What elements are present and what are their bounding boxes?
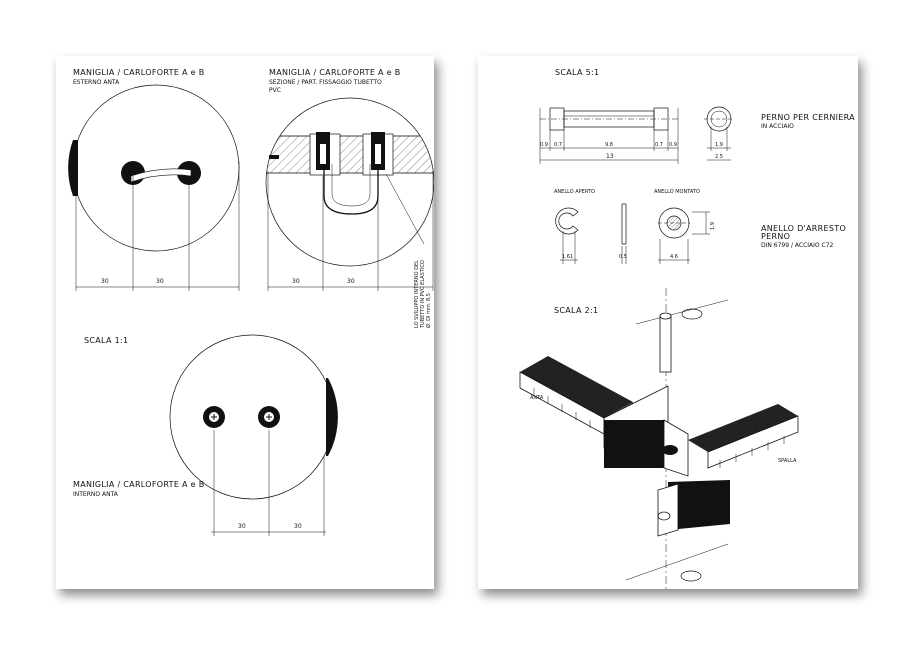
- section-subtitle: SEZIONE / PART. FISSAGGIO TUBETTO: [269, 79, 382, 86]
- ring-dim-mounted: 4.6: [670, 254, 678, 260]
- scale-label-2-1: SCALA 2:1: [554, 306, 598, 315]
- pin-dim-3: 9.8: [605, 142, 613, 148]
- hinge-isometric-view: [519, 288, 799, 589]
- section-tube-loop: [323, 164, 379, 215]
- hinge-pin: [659, 315, 672, 373]
- exterior-dim-1: 30: [101, 278, 109, 285]
- svg-text:LO SVILUPPO INTERNO DEL: LO SVILUPPO INTERNO DEL: [414, 260, 420, 328]
- ring-side-view: [621, 203, 627, 245]
- ring-dim-open: 1.61: [562, 254, 573, 260]
- section-title: MANIGLIA / CARLOFORTE A e B: [269, 68, 401, 77]
- exterior-handle-outline: [72, 84, 240, 252]
- drawing-sheet-handle: MANIGLIA / CARLOFORTE A e B ESTERNO ANTA…: [56, 56, 434, 589]
- interior-title: MANIGLIA / CARLOFORTE A e B: [73, 480, 205, 489]
- ring-spec: DIN 6799 / ACCIAIO C72: [761, 242, 834, 249]
- interior-dim-2: 30: [294, 523, 302, 530]
- svg-text:TUBETTO IN PVC ELASTICO: TUBETTO IN PVC ELASTICO: [420, 260, 426, 329]
- pin-diameter-2: 2.5: [715, 154, 723, 160]
- scale-label-5-1: SCALA 5:1: [555, 68, 599, 77]
- pin-diameter-1: 1.9: [715, 142, 723, 148]
- interior-dim-1: 30: [238, 523, 246, 530]
- exterior-title: MANIGLIA / CARLOFORTE A e B: [73, 68, 205, 77]
- pin-side-view: [540, 107, 678, 131]
- exterior-edge-band: [68, 140, 78, 196]
- arm-anta: [520, 356, 633, 418]
- pin-dim-1: 0.9: [540, 142, 548, 148]
- pin-material: IN ACCIAIO: [761, 123, 794, 130]
- section-dim-2: 30: [347, 278, 355, 285]
- handle-drawing: MANIGLIA / CARLOFORTE A e B ESTERNO ANTA…: [68, 68, 434, 536]
- hinge-drawing: SCALA 5:1 0.9 0.7 9.8 0.7 0.9 13 1.9 2.5…: [519, 68, 855, 589]
- scale-label-1-1: SCALA 1:1: [84, 336, 128, 345]
- interior-subtitle: INTERNO ANTA: [73, 491, 119, 498]
- pin-dim-2: 0.7: [554, 142, 562, 148]
- arm-spalla: [688, 404, 798, 452]
- stop-ring-top: [681, 308, 703, 320]
- drawing-sheet-hinge: SCALA 5:1 0.9 0.7 9.8 0.7 0.9 13 1.9 2.5…: [478, 56, 858, 589]
- exterior-cord: [130, 168, 192, 183]
- pin-dim-5: 0.9: [669, 142, 677, 148]
- ring-dim-thickness: 0.5: [619, 254, 627, 260]
- section-dim-1: 30: [292, 278, 300, 285]
- ring-title-2: PERNO: [761, 232, 790, 241]
- ring-dim-height: 1.9: [710, 222, 716, 230]
- interior-edge-band: [326, 378, 338, 456]
- pin-dim-4: 0.7: [655, 142, 663, 148]
- svg-text:Ø. DI mm. 8,5: Ø. DI mm. 8,5: [425, 293, 432, 328]
- section-subtitle-2: PVC: [269, 87, 281, 94]
- ring-mounted-label: ANELLO MONTATO: [654, 189, 700, 195]
- label-anta: ANTA: [530, 395, 544, 401]
- section-outline: [265, 97, 434, 267]
- label-spalla: SPALLA: [778, 458, 797, 464]
- interior-handle-outline: [169, 334, 335, 500]
- ring-title: ANELLO D'ARRESTO: [761, 224, 846, 233]
- stop-ring-bottom: [680, 570, 702, 582]
- pin-title: PERNO PER CERNIERA: [761, 113, 855, 122]
- ring-open-label: ANELLO APERTO: [554, 189, 595, 195]
- section-note: LO SVILUPPO INTERNO DEL TUBETTO IN PVC E…: [414, 260, 432, 329]
- exterior-subtitle: ESTERNO ANTA: [73, 79, 120, 86]
- ring-open-view: [555, 207, 579, 235]
- pin-total-length: 13: [606, 153, 614, 160]
- exterior-dim-2: 30: [156, 278, 164, 285]
